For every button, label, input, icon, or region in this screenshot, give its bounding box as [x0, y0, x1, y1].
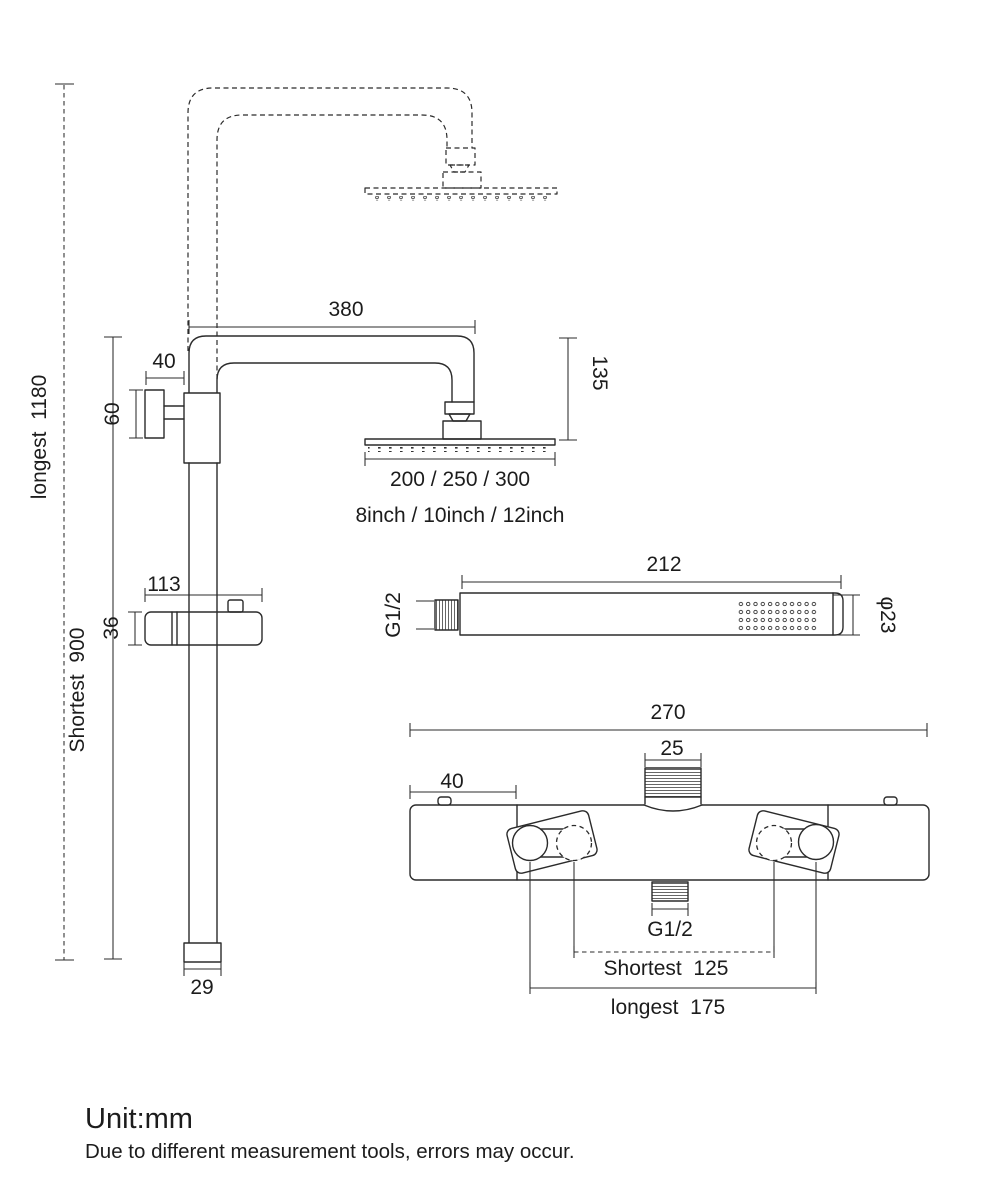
hand-shower-spray-face	[736, 600, 818, 631]
dim-slider-height-line	[128, 611, 142, 646]
head-nozzles	[368, 447, 548, 452]
dim-arm-label: 380	[328, 298, 363, 321]
dim-bracket-height-line	[129, 389, 143, 439]
phantom-head-nut	[449, 164, 470, 173]
mixer-screw-left	[437, 796, 452, 806]
rail-end-cap	[183, 942, 222, 963]
dim-wand-length-label: 212	[646, 553, 681, 576]
unit-label: Unit:mm	[85, 1103, 193, 1135]
slider-knob	[227, 599, 244, 613]
hand-shower	[434, 592, 844, 636]
mixer-inlet-notch	[643, 804, 703, 812]
wall-bracket-stem	[163, 405, 185, 420]
dim-head-size-line	[364, 452, 556, 466]
dim-slider-length-label: 113	[147, 573, 180, 596]
dim-centers-shortest-label: Shortest 125	[604, 957, 729, 980]
rain-shower-head	[364, 401, 556, 452]
dim-slider-length-line	[144, 588, 263, 602]
hand-shower-thread	[434, 599, 459, 631]
dim-end-cap-line	[183, 962, 222, 976]
dim-bracket-height-label: 60	[101, 402, 124, 425]
slider-holder	[144, 611, 263, 646]
dim-head-size-mm-label: 200 / 250 / 300	[390, 468, 530, 491]
dim-mixer-end-label: 40	[440, 770, 463, 793]
dim-longest-label: longest 1180	[28, 375, 51, 500]
dim-bracket-offset-label: 40	[152, 350, 175, 373]
dim-shortest-label: Shortest 900	[66, 628, 89, 753]
dim-shortest-line	[104, 336, 122, 960]
mixer-inlet-thread	[644, 767, 702, 798]
dim-wand-length-line	[461, 575, 842, 589]
shower-arm	[188, 335, 475, 403]
riser-rail	[144, 389, 263, 963]
dim-bracket-offset-line	[145, 371, 185, 385]
dim-wand-thread-label: G1/2	[382, 592, 405, 638]
footer: Unit:mm Due to different measurement too…	[85, 1103, 575, 1163]
wall-bracket	[144, 389, 165, 439]
phantom-arm-raised	[187, 87, 558, 379]
dim-mixer-inlet-label: 25	[660, 737, 683, 760]
dim-mixer-inlet-line	[644, 753, 702, 767]
dim-end-cap-label: 29	[190, 976, 213, 999]
dim-slider-height-label: 36	[100, 616, 123, 639]
dim-head-drop-line	[559, 337, 577, 441]
dim-centers-longest-line	[529, 982, 817, 994]
dim-head-size-inch-label: 8inch / 10inch / 12inch	[356, 504, 565, 527]
head-ball-joint	[448, 413, 471, 422]
dim-arm-line	[188, 320, 476, 334]
mixer-handle-right	[748, 810, 840, 874]
dim-centers-longest-label: longest 175	[611, 996, 725, 1019]
handle-left-knob	[511, 824, 549, 862]
handle-right-knob	[797, 823, 835, 861]
rail-pipe	[188, 462, 218, 944]
shower-head-plate	[364, 438, 556, 446]
dim-mixer-end-line	[409, 785, 517, 799]
phantom-shower-head-plate	[364, 187, 558, 195]
dim-mixer-outlet-ticks	[651, 903, 689, 916]
phantom-head-connector	[445, 147, 476, 166]
dim-mixer-length-label: 270	[650, 701, 685, 724]
handle-right-extended-position	[755, 824, 793, 862]
dim-mixer-outlet-label: G1/2	[647, 918, 693, 941]
dimensions: longest 1180 Shortest 900 380 40 60 135 …	[28, 83, 928, 1019]
dim-mixer-length-line	[409, 723, 928, 737]
handle-projection-lines	[529, 862, 817, 988]
handle-left-extended-position	[555, 824, 593, 862]
mixer-body	[409, 804, 930, 881]
dim-head-drop-label: 135	[588, 355, 611, 390]
phantom-nozzles	[370, 196, 552, 201]
mixer-valve	[409, 767, 930, 988]
dim-wand-diameter-line	[833, 594, 860, 636]
mixer-outlet-thread	[651, 881, 689, 902]
mixer-screw-right	[883, 796, 898, 806]
rail-top-sleeve	[183, 392, 221, 464]
dim-wand-diameter-label: φ23	[876, 597, 899, 634]
dim-wand-thread-ticks	[416, 600, 434, 630]
disclaimer-note: Due to different measurement tools, erro…	[85, 1140, 575, 1163]
mixer-handle-left	[506, 810, 598, 874]
